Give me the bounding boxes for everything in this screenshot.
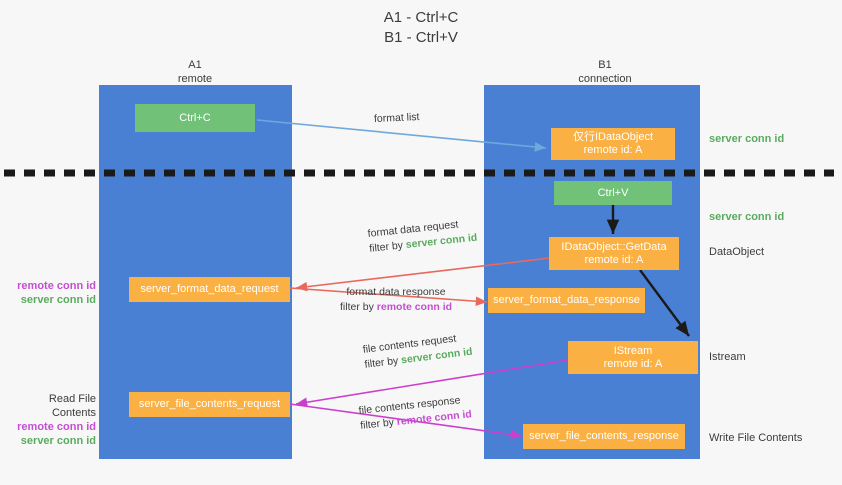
caption-format-data-response: format data response filter by remote co… xyxy=(340,285,452,315)
note-istream: Istream xyxy=(709,350,746,364)
note-server-conn-id-3: server conn id xyxy=(20,294,96,306)
box-idataobject-getdata[interactable]: IDataObject::GetData remote id: A xyxy=(549,237,679,270)
note-server-conn-id-second: server conn id xyxy=(709,210,784,224)
box-server-file-contents-response-label: server_file_contents_response xyxy=(529,430,679,442)
note-server-conn-id-second-text: server conn id xyxy=(709,211,785,223)
caption-fdreq-filter-prefix: filter by xyxy=(368,239,407,255)
box-server-file-contents-request[interactable]: server_file_contents_request xyxy=(129,392,290,417)
box-istream-line-1: IStream xyxy=(613,344,653,357)
box-idataobject-line-1: 仅行IDataObject xyxy=(572,131,654,143)
box-idataobject-line-2: remote id: A xyxy=(583,144,643,156)
lane-b1-subtitle: connection xyxy=(578,73,632,85)
lane-header-b1: B1 connection xyxy=(505,58,705,86)
note-istream-text: Istream xyxy=(709,351,746,363)
box-idataobject[interactable]: 仅行IDataObject remote id: A xyxy=(551,128,675,160)
caption-fcresp-filter-prefix: filter by xyxy=(359,416,398,432)
note-read-file-contents: Read File Contents xyxy=(48,393,96,419)
box-istream-line-2: remote id: A xyxy=(603,357,663,370)
note-dataobject-text: DataObject xyxy=(709,246,765,258)
box-server-file-contents-response[interactable]: server_file_contents_response xyxy=(523,424,685,449)
note-remote-conn-id-1: remote conn id xyxy=(17,280,96,292)
note-write-file-contents-text: Write File Contents xyxy=(709,432,803,444)
caption-format-data-request: format data request filter by server con… xyxy=(367,216,478,257)
box-server-format-data-response-label: server_format_data_response xyxy=(493,294,640,306)
note-server-conn-id-top-text: server conn id xyxy=(709,133,785,145)
lane-a1-name: A1 xyxy=(188,59,202,71)
caption-fdresp-filter-prefix: filter by xyxy=(340,301,377,313)
box-ctrl-v-label: Ctrl+V xyxy=(597,186,629,199)
note-server-conn-id-4: server conn id xyxy=(20,435,96,447)
lane-a1-subtitle: remote xyxy=(177,73,213,85)
note-conn-ids-group-2: Read File Contents remote conn id server… xyxy=(4,392,96,448)
caption-fdresp-filter-key: remote conn id xyxy=(376,301,453,313)
title-line-1: A1 - Ctrl+C xyxy=(383,9,459,26)
caption-format-list-text: format list xyxy=(373,111,420,125)
note-conn-ids-group-1: remote conn id server conn id xyxy=(8,279,96,307)
box-ctrl-c-label: Ctrl+C xyxy=(179,111,211,124)
box-istream[interactable]: IStream remote id: A xyxy=(568,341,698,374)
box-server-file-contents-request-label: server_file_contents_request xyxy=(138,398,281,410)
box-server-format-data-response[interactable]: server_format_data_response xyxy=(488,288,645,313)
note-dataobject: DataObject xyxy=(709,245,764,259)
lane-header-a1: A1 remote xyxy=(95,58,295,86)
box-getdata-line-2: remote id: A xyxy=(584,253,644,266)
caption-file-contents-response: file contents response filter by remote … xyxy=(358,392,473,434)
note-remote-conn-id-2: remote conn id xyxy=(17,421,96,433)
box-getdata-line-1: IDataObject::GetData xyxy=(561,240,667,253)
box-server-format-data-request[interactable]: server_format_data_request xyxy=(129,277,290,302)
page-title: A1 - Ctrl+C B1 - Ctrl+V xyxy=(0,8,842,48)
caption-fcreq-filter-prefix: filter by xyxy=(363,354,402,371)
caption-format-data-response-line1: format data response xyxy=(346,286,446,298)
box-ctrl-v[interactable]: Ctrl+V xyxy=(554,181,672,205)
note-write-file-contents: Write File Contents xyxy=(709,431,802,445)
lane-b1-name: B1 xyxy=(598,59,612,71)
box-ctrl-c[interactable]: Ctrl+C xyxy=(135,104,255,132)
caption-file-contents-request: file contents request filter by server c… xyxy=(362,330,473,373)
box-server-format-data-request-label: server_format_data_request xyxy=(140,283,279,295)
caption-format-list: format list xyxy=(374,110,420,127)
note-server-conn-id-top: server conn id xyxy=(709,132,784,146)
title-line-2: B1 - Ctrl+V xyxy=(384,29,458,46)
caption-format-data-response-filter: filter by remote conn id xyxy=(340,300,452,315)
